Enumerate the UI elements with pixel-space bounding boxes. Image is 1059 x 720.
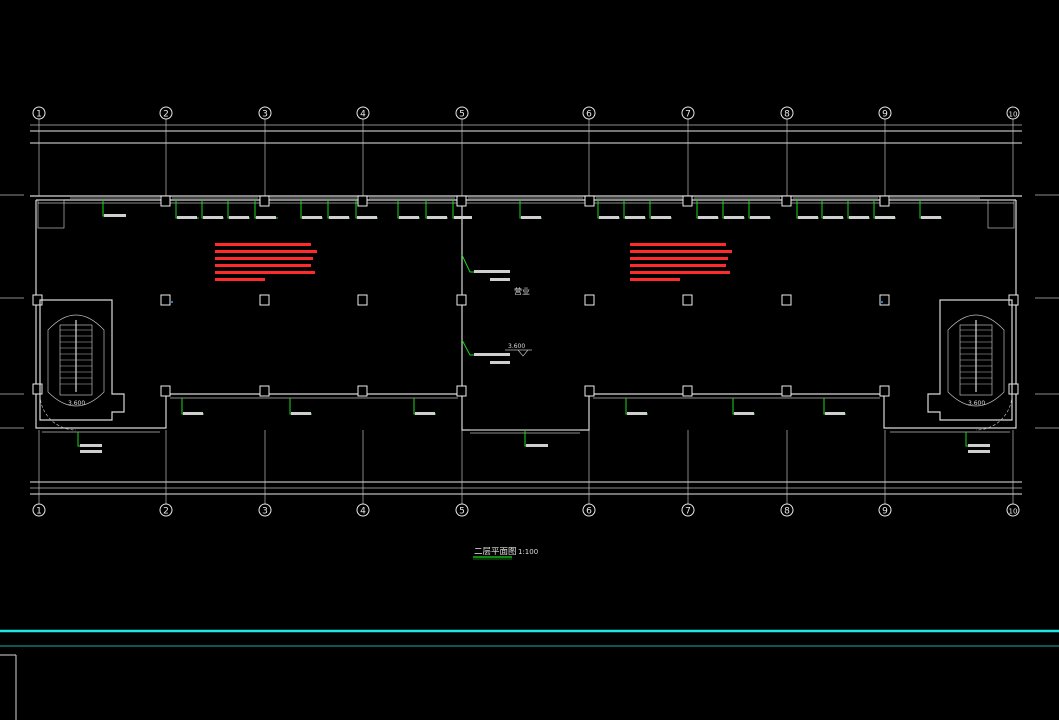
scale-text: 1:100 — [518, 548, 538, 556]
marker-dot — [171, 301, 173, 303]
bottom-axis-label: 3 — [262, 507, 268, 517]
bottom-axis-label: 10 — [1009, 508, 1018, 516]
building-outline — [0, 194, 1059, 434]
bottom-axis-bubble — [455, 503, 469, 517]
bottom-axis-bubble — [159, 503, 173, 517]
top-axis-bubble — [159, 106, 173, 120]
bottom-axis-bubble — [780, 503, 794, 517]
elevation-marker: 3.600 — [505, 343, 532, 357]
top-axis-label: 1 — [36, 110, 42, 120]
top-axis-label: 6 — [586, 110, 592, 120]
top-axis-bubble — [681, 106, 695, 120]
sheet-frame — [0, 629, 1059, 720]
room-label: 营业 — [514, 286, 530, 296]
top-axis-label: 2 — [163, 110, 169, 120]
right-stair-elevation: 3.600 — [968, 400, 985, 407]
top-axis-label: 5 — [459, 110, 465, 120]
bottom-dimension-lines — [30, 481, 1022, 495]
top-axis-label: 8 — [784, 110, 790, 120]
marker-dot — [881, 301, 883, 303]
grid-axes-bottom: 1 2 3 4 5 6 7 8 9 10 — [32, 430, 1020, 517]
grid-axes-top: 1 2 3 4 5 6 7 8 9 10 — [32, 106, 1020, 196]
top-axis-bubble — [1006, 106, 1020, 120]
top-axis-label: 9 — [882, 110, 888, 120]
fixture-tags — [80, 214, 990, 453]
bottom-axis-bubble — [356, 503, 370, 517]
bottom-axis-bubble — [1006, 503, 1020, 517]
top-dimension-lines — [30, 124, 1022, 144]
bottom-axis-label: 2 — [163, 507, 169, 517]
corner-units — [37, 199, 1015, 229]
top-axis-bubble — [780, 106, 794, 120]
top-axis-label: 3 — [262, 110, 268, 120]
top-axis-label: 10 — [1009, 111, 1018, 119]
bottom-axis-label: 1 — [36, 507, 42, 517]
bottom-axis-label: 5 — [459, 507, 465, 517]
title-text: 二层平面图 — [474, 547, 517, 557]
bottom-axis-label: 7 — [685, 507, 691, 517]
bottom-axis-bubble — [878, 503, 892, 517]
spec-notes-left — [215, 243, 317, 281]
top-axis-label: 7 — [685, 110, 691, 120]
spec-notes-right — [630, 243, 732, 281]
bottom-axis-label: 4 — [360, 507, 366, 517]
top-axis-bubble — [878, 106, 892, 120]
top-axis-bubble — [258, 106, 272, 120]
left-stair-elevation: 3.600 — [68, 400, 85, 407]
fixture-leaders — [77, 200, 988, 447]
bottom-axis-bubble — [258, 503, 272, 517]
top-axis-bubble — [455, 106, 469, 120]
columns — [32, 195, 1019, 397]
center-elevation: 3.600 — [508, 343, 525, 350]
top-axis-bubble — [32, 106, 46, 120]
bottom-axis-bubble — [582, 503, 596, 517]
bottom-axis-bubble — [32, 503, 46, 517]
top-axis-bubble — [582, 106, 596, 120]
bottom-axis-label: 9 — [882, 507, 888, 517]
bottom-axis-label: 6 — [586, 507, 592, 517]
left-stair: 3.600 — [39, 299, 125, 431]
drawing-title: 二层平面图 1:100 — [473, 547, 538, 560]
top-axis-label: 4 — [360, 110, 366, 120]
top-axis-bubble — [356, 106, 370, 120]
right-stair: 3.600 — [927, 299, 1013, 431]
bottom-axis-label: 8 — [784, 507, 790, 517]
bottom-axis-bubble — [681, 503, 695, 517]
